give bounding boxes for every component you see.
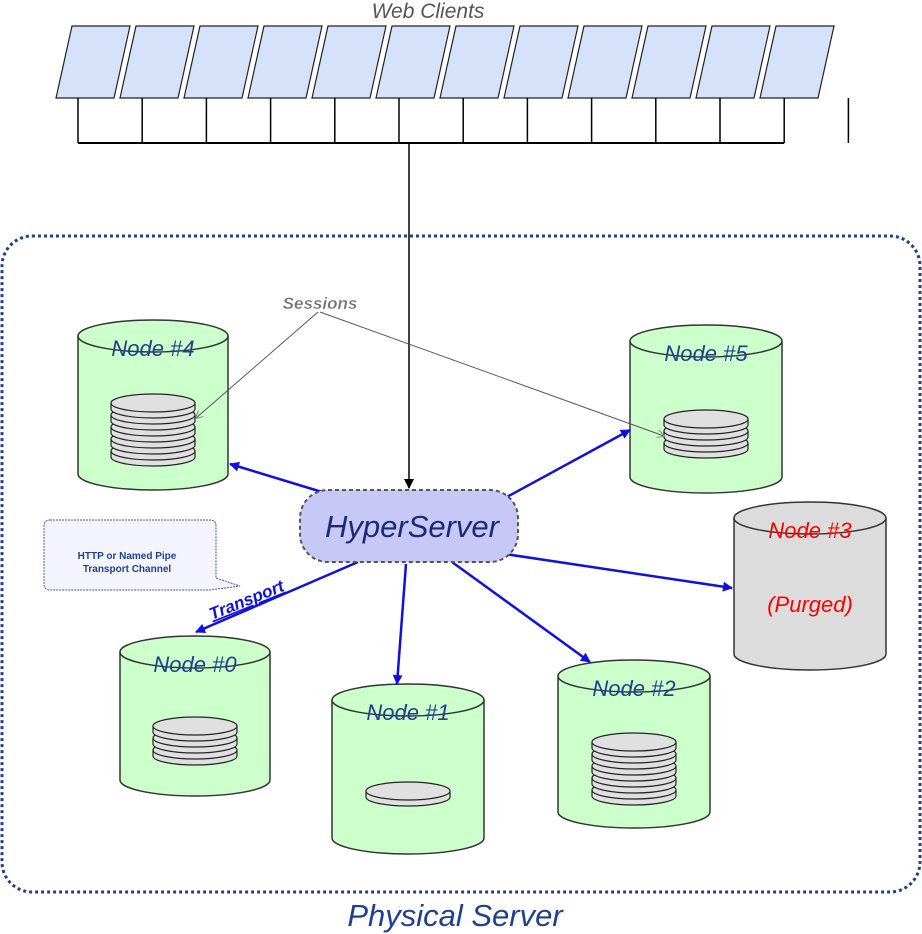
- arrow-to-node2: [451, 560, 591, 664]
- hub-arrows-group: [195, 428, 733, 685]
- disk-top: [663, 409, 749, 429]
- web-client[interactable]: [631, 25, 707, 99]
- client-screen: [311, 25, 387, 99]
- web-clients-group: [55, 25, 850, 144]
- disk-top: [365, 781, 451, 801]
- node-4[interactable]: Node #4: [77, 319, 229, 491]
- node-cylinder-top: [733, 501, 887, 535]
- web-clients-title: Web Clients: [372, 0, 485, 23]
- node-cylinder-top: [119, 635, 271, 669]
- client-screen: [55, 25, 131, 99]
- node-status-label: (Purged): [767, 592, 853, 617]
- nodes-group: Node #4 Node #5 Node #3 (Purged) Node #0 Node…: [77, 319, 887, 855]
- client-screen: [631, 25, 707, 99]
- web-client[interactable]: [439, 25, 515, 99]
- sessions-label: Sessions: [283, 294, 358, 313]
- client-screen: [247, 25, 323, 99]
- node-cylinder-body: [331, 700, 485, 855]
- client-screen: [119, 25, 195, 99]
- hyperserver-hub[interactable]: [299, 489, 519, 563]
- node-0[interactable]: Node #0: [119, 635, 271, 797]
- disk-top: [110, 393, 196, 413]
- web-client[interactable]: [567, 25, 643, 99]
- node-1[interactable]: Node #1: [331, 683, 485, 855]
- disk-stack: [110, 393, 196, 467]
- client-screen: [439, 25, 515, 99]
- web-client[interactable]: [759, 25, 835, 99]
- callout-line2: Transport Channel: [83, 564, 172, 575]
- session-line-node5: [319, 311, 664, 436]
- node-label: Node #1: [366, 700, 449, 725]
- disk-top: [591, 732, 677, 752]
- disk-stack: [663, 409, 749, 459]
- arrow-to-node1: [392, 563, 408, 685]
- client-screen: [183, 25, 259, 99]
- node-label: Node #4: [111, 336, 194, 361]
- web-client[interactable]: [119, 25, 195, 99]
- node-label: Node #2: [592, 676, 675, 701]
- node-3[interactable]: Node #3 (Purged): [733, 501, 887, 671]
- node-cylinder-top: [557, 659, 711, 693]
- node-2[interactable]: Node #2: [557, 659, 711, 829]
- client-screen: [375, 25, 451, 99]
- web-client[interactable]: [247, 25, 323, 99]
- physical-server-label: Physical Server: [347, 898, 564, 933]
- node-cylinder-top: [629, 324, 783, 358]
- node-cylinder-body: [733, 518, 887, 671]
- arrow-to-node5: [504, 428, 631, 500]
- node-5[interactable]: Node #5: [629, 324, 783, 494]
- client-screen: [759, 25, 835, 99]
- disk-stack: [591, 732, 677, 806]
- transport-callout: HTTP or Named Pipe Transport Channel: [43, 519, 241, 591]
- client-screen: [567, 25, 643, 99]
- physical-server-boundary: [0, 234, 922, 894]
- node-cylinder-top: [331, 683, 485, 717]
- node-cylinder-top: [77, 319, 229, 353]
- web-client[interactable]: [55, 25, 131, 99]
- arrow-to-node0: [195, 560, 359, 634]
- node-label: Node #3: [768, 518, 852, 543]
- web-client[interactable]: [695, 25, 771, 99]
- web-client[interactable]: [311, 25, 387, 99]
- node-label: Node #5: [664, 341, 748, 366]
- hyperserver-label: HyperServer: [325, 509, 501, 544]
- arrow-to-node3: [504, 552, 733, 592]
- client-screen: [503, 25, 579, 99]
- client-screen: [695, 25, 771, 99]
- callout-line1: HTTP or Named Pipe: [78, 551, 177, 562]
- web-client[interactable]: [503, 25, 579, 99]
- arrow-to-node4: [229, 461, 323, 494]
- disk-stack: [365, 781, 451, 807]
- disk-top: [152, 716, 238, 736]
- web-client[interactable]: [183, 25, 259, 99]
- node-label: Node #0: [153, 652, 237, 677]
- web-client[interactable]: [375, 25, 451, 99]
- session-line-node4: [196, 311, 319, 418]
- disk-stack: [152, 716, 238, 766]
